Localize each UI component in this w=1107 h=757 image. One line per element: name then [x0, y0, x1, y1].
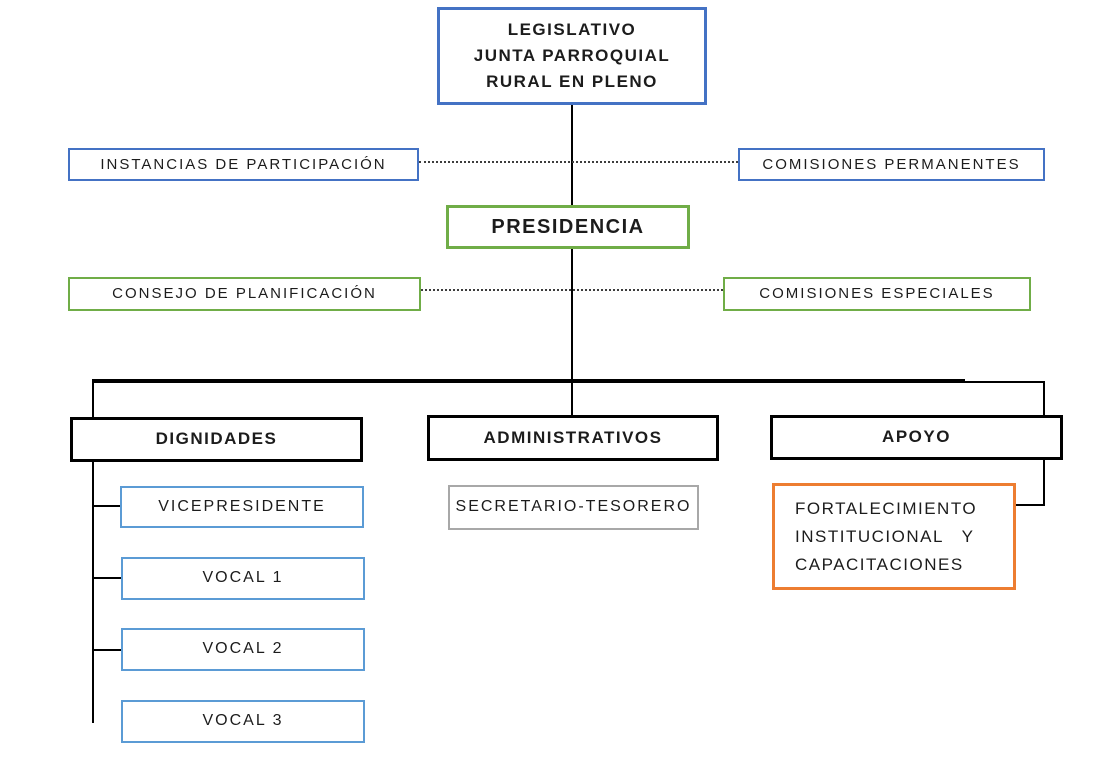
connector-stub-vicepresidente	[94, 505, 121, 507]
node-legislativo-line-1: LEGISLATIVO	[507, 20, 637, 39]
connector-main-horizontal-thick	[92, 379, 965, 383]
node-vocal-2: VOCAL 2	[121, 628, 365, 671]
node-legislativo-line-2: JUNTA PARROQUIAL	[473, 46, 671, 65]
connector-down-apoyo	[1043, 383, 1045, 416]
connector-dignidades-spine	[92, 461, 94, 723]
node-apoyo: APOYO	[770, 415, 1063, 460]
node-presidencia: PRESIDENCIA	[446, 205, 690, 249]
node-fortalecimiento-institucional: FORTALECIMIENTO INSTITUCIONAL Y CAPACITA…	[772, 483, 1016, 590]
node-fortalecimiento-line-3: CAPACITACIONES	[795, 554, 964, 574]
connector-dotted-consejo-especiales	[421, 289, 723, 291]
node-legislativo-junta-parroquial: LEGISLATIVO JUNTA PARROQUIAL RURAL EN PL…	[437, 7, 707, 105]
connector-dotted-instancias-permanentes	[419, 161, 738, 163]
connector-apoyo-fortalecimiento-horizontal	[1016, 504, 1045, 506]
node-consejo-planificacion: CONSEJO DE PLANIFICACIÓN	[68, 277, 421, 311]
connector-stub-vocal-1	[94, 577, 121, 579]
node-vocal-3: VOCAL 3	[121, 700, 365, 743]
node-vocal-1: VOCAL 1	[121, 557, 365, 600]
connector-apoyo-fortalecimiento-vertical	[1043, 460, 1045, 506]
node-legislativo-line-3: RURAL EN PLENO	[486, 72, 658, 91]
connector-stub-vocal-2	[94, 649, 121, 651]
connector-horizontal-thin-right	[963, 381, 1045, 383]
node-fortalecimiento-line-1: FORTALECIMIENTO	[795, 498, 978, 518]
node-administrativos: ADMINISTRATIVOS	[427, 415, 719, 461]
node-vicepresidente: VICEPRESIDENTE	[120, 486, 364, 528]
connector-presidencia-administrativos	[571, 249, 573, 416]
node-comisiones-permanentes: COMISIONES PERMANENTES	[738, 148, 1045, 181]
connector-legislativo-presidencia	[571, 104, 573, 205]
node-secretario-tesorero: SECRETARIO-TESORERO	[448, 485, 699, 530]
node-comisiones-especiales: COMISIONES ESPECIALES	[723, 277, 1031, 311]
connector-down-dignidades	[92, 383, 94, 417]
node-instancias-participacion: INSTANCIAS DE PARTICIPACIÓN	[68, 148, 419, 181]
node-fortalecimiento-line-2: INSTITUCIONAL Y	[795, 526, 975, 546]
node-dignidades: DIGNIDADES	[70, 417, 363, 462]
